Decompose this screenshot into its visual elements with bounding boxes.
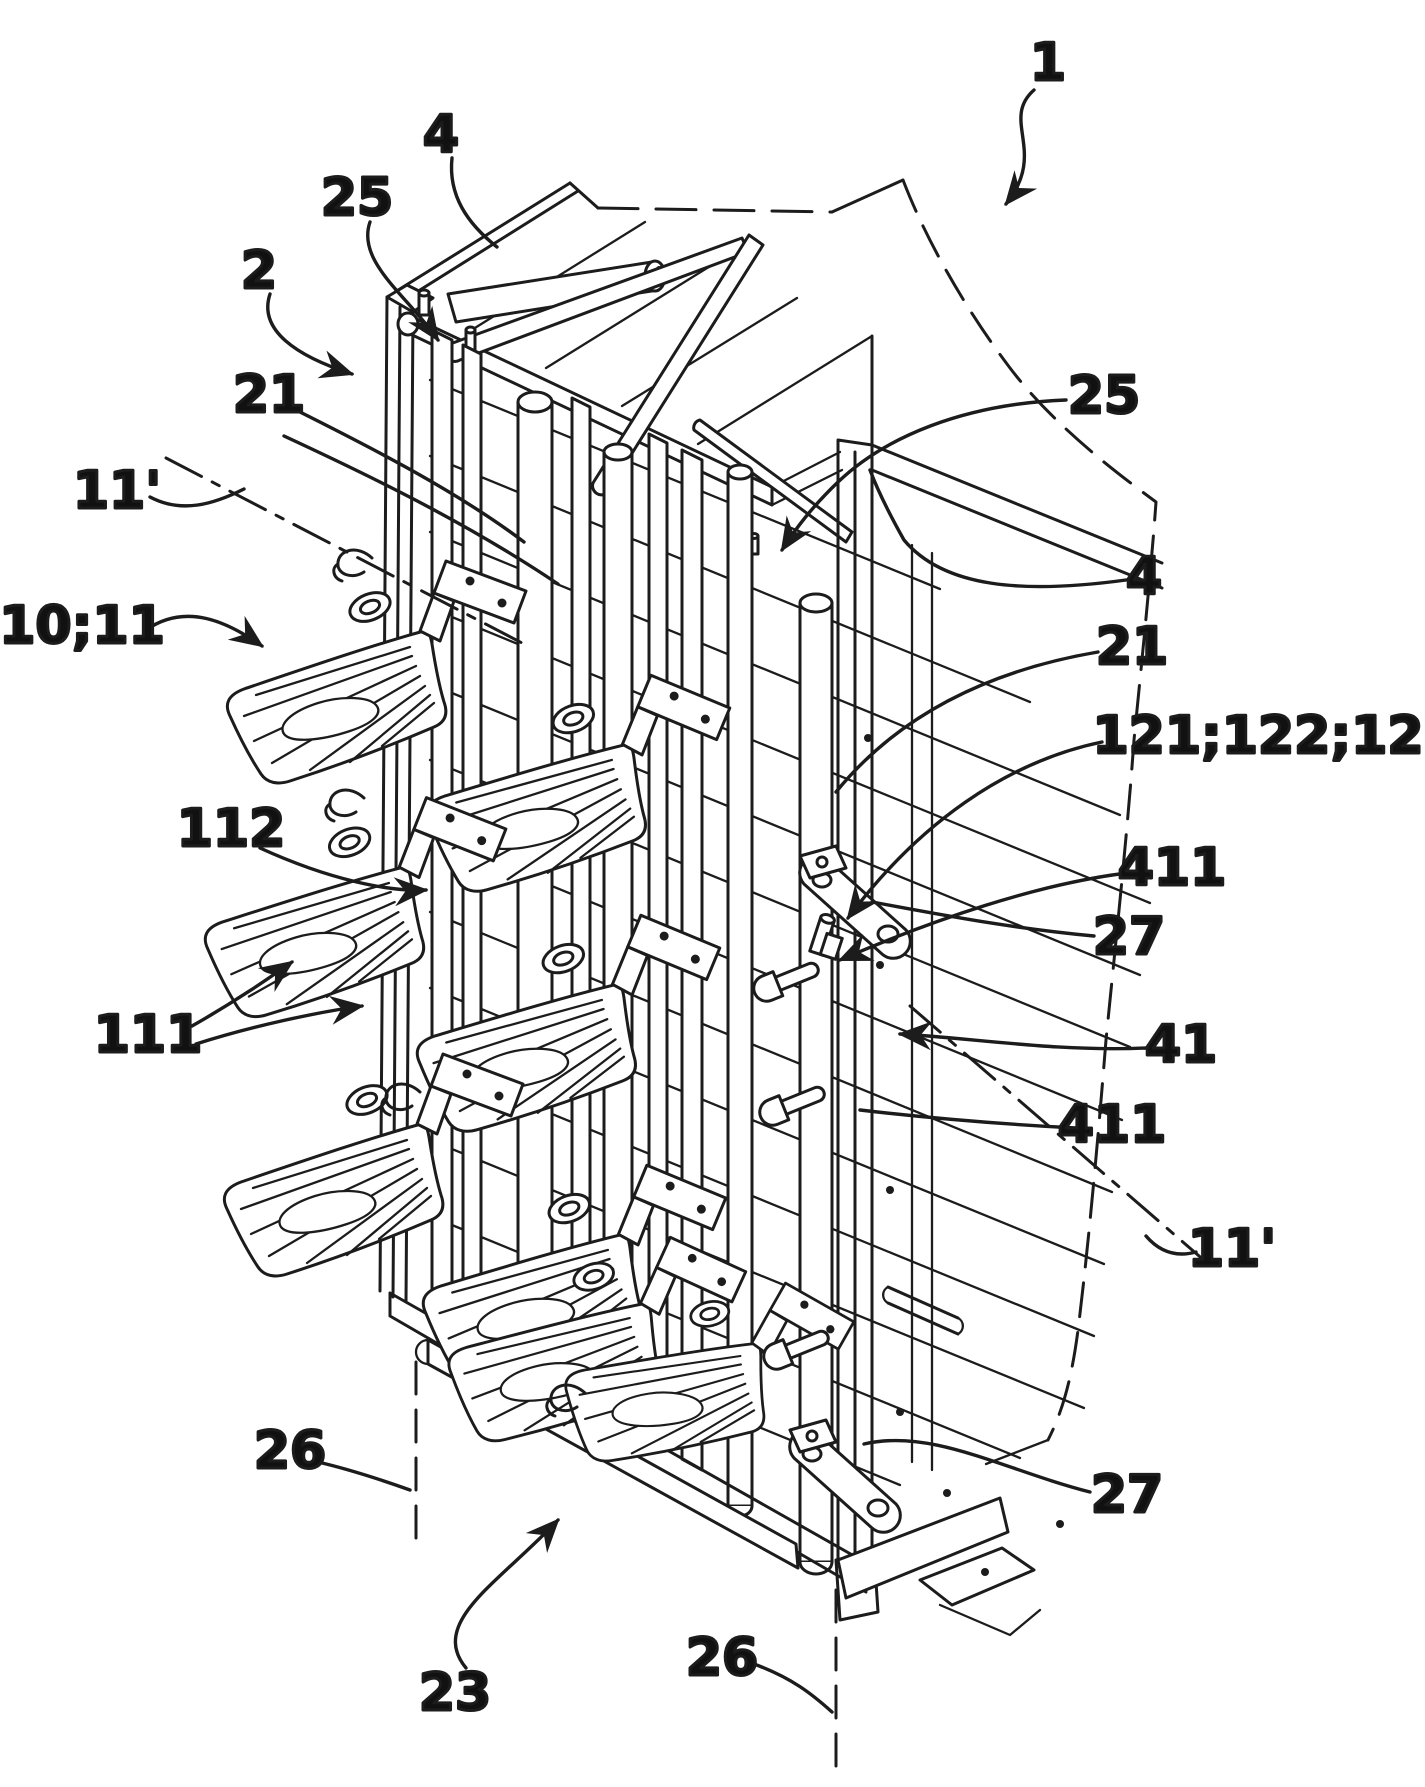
ref-label-4: 4 xyxy=(423,105,459,165)
ref-label-121-122-12: 121;122;12 xyxy=(1092,706,1423,766)
ref-label-27: 27 xyxy=(1093,907,1165,967)
ref-label-2: 2 xyxy=(241,241,277,301)
perch-step xyxy=(413,906,723,1142)
axes xyxy=(164,456,1208,1774)
break-line xyxy=(901,178,1158,1442)
ref-label-26: 26 xyxy=(254,1421,326,1481)
ref-label-11-: 11' xyxy=(1188,1219,1276,1279)
ref-label-111: 111 xyxy=(94,1005,203,1065)
ref-label-11-: 11' xyxy=(73,461,161,521)
ref-label-41: 41 xyxy=(1145,1015,1217,1075)
ref-label-25: 25 xyxy=(321,168,393,228)
ref-label-25: 25 xyxy=(1068,366,1140,426)
ref-label-26: 26 xyxy=(686,1628,758,1688)
fold-axis-right xyxy=(908,1004,1208,1264)
line-drawing: 1 4 25 2 21 11' 10;11 112 111 26 23 26 25 4 21 121;122;… xyxy=(0,32,1425,1774)
fold-axis-left xyxy=(164,456,526,646)
ref-label-411: 411 xyxy=(1118,838,1227,898)
ref-label-411: 411 xyxy=(1058,1095,1167,1155)
side-wall xyxy=(864,178,1164,1528)
ref-label-27: 27 xyxy=(1091,1465,1163,1525)
ref-label-23: 23 xyxy=(419,1663,491,1723)
latches xyxy=(324,548,912,1534)
ref-label-4: 4 xyxy=(1126,547,1162,607)
leader-lines xyxy=(144,88,1198,1714)
ref-label-1: 1 xyxy=(1030,33,1066,93)
ref-label-10-11: 10;11 xyxy=(0,596,165,656)
reference-labels: 1 4 25 2 21 11' 10;11 112 111 26 23 26 25 4 21 121;122;… xyxy=(0,32,1425,1725)
ref-label-112: 112 xyxy=(177,799,286,859)
ref-label-21: 21 xyxy=(233,365,305,425)
ref-label-21: 21 xyxy=(1096,617,1168,677)
